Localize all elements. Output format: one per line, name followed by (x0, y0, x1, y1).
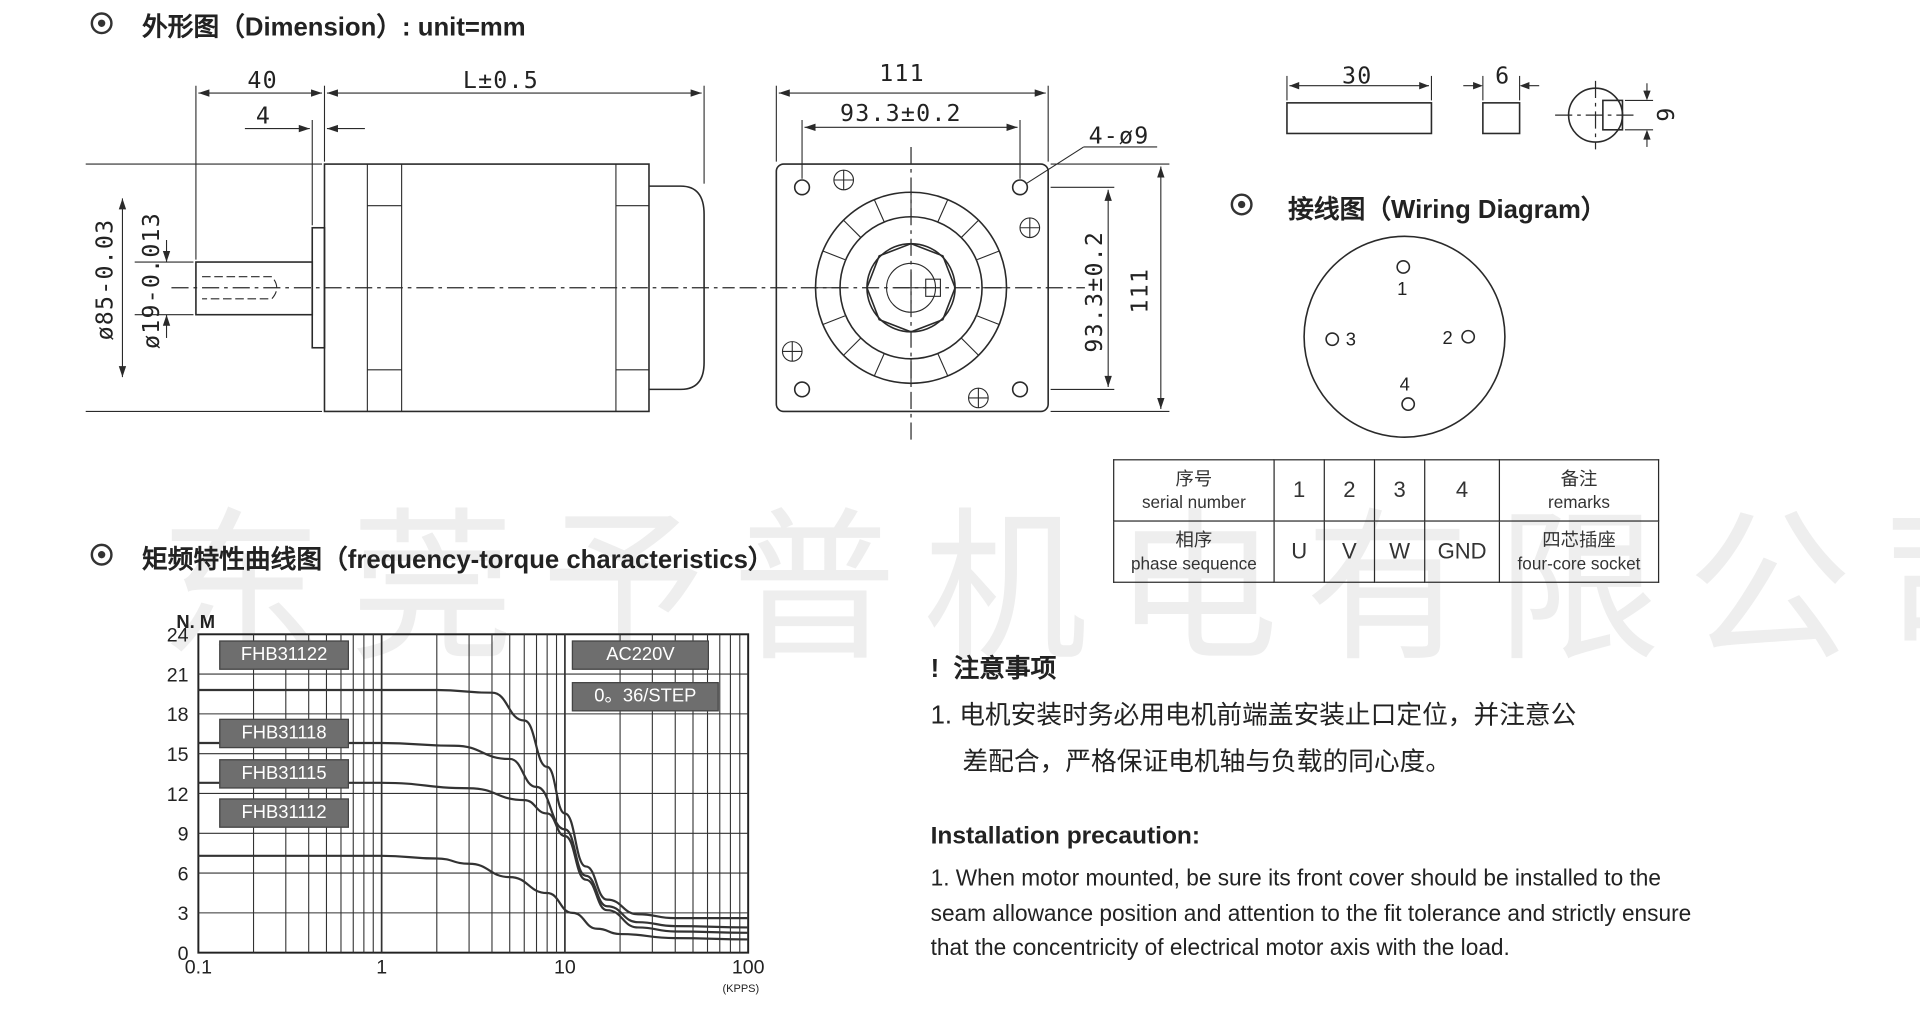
pin-label-4: 4 (1400, 374, 1410, 395)
series-label-fhb31112: FHB31112 (219, 798, 349, 828)
torque-curve-fhb31112 (198, 854, 749, 941)
x-tick-label: 1 (376, 956, 387, 978)
torque-curve-fhb31115 (198, 781, 749, 934)
x-tick-label: 10 (554, 956, 576, 978)
installation-notes: ! 注意事项 1. 电机安装时务必用电机前端盖安装止口定位，并注意公 差配合，严… (931, 649, 1715, 966)
y-tick-label: 21 (167, 664, 189, 686)
wiring-table: 序号 serial number 1 2 3 4 备注 remarks 相序 p… (1113, 459, 1660, 583)
series-label-fhb31122: FHB31122 (219, 640, 349, 670)
serial-1: 1 (1273, 459, 1325, 522)
dim-mount-holes: 4-ø9 (1089, 122, 1150, 149)
notes-english-title: Installation precaution: (930, 822, 1201, 850)
y-tick-label: 9 (178, 824, 189, 846)
y-tick-label: 0 (178, 943, 189, 965)
dim-key-height: 6 (1651, 108, 1678, 123)
y-tick-label: 3 (178, 903, 189, 925)
dim-front-height: 111 (1126, 268, 1153, 314)
dim-hole-pitch: 93.3±0.2 (840, 100, 962, 127)
socket-remark: 四芯插座 four-core socket (1498, 520, 1660, 583)
table-header-serial: 序号 serial number (1113, 459, 1275, 522)
dimension-labels: 40 4 L±0.5 ø85-0.03 ø19-0.013 111 93.3±0… (92, 60, 1678, 353)
dim-key-width: 6 (1495, 62, 1510, 89)
table-header-phase: 相序 phase sequence (1113, 520, 1275, 583)
side-view-drawing (85, 85, 735, 413)
series-label-fhb31118: FHB31118 (219, 718, 349, 749)
front-view-drawing (739, 85, 1170, 444)
dim-shaft-diameter: ø19-0.013 (138, 212, 165, 349)
dim-key-length: 30 (1342, 62, 1372, 89)
dim-shaft-length: 40 (247, 67, 277, 94)
phase-3: W (1373, 520, 1426, 583)
y-tick-label: 6 (178, 863, 189, 885)
notes-title: ! 注意事项 (930, 655, 1057, 684)
dim-body-length: L±0.5 (463, 67, 539, 94)
chart-y-unit: N. M (176, 611, 215, 632)
wiring-socket (1303, 235, 1506, 438)
chart-x-unit: (KPPS) (722, 983, 759, 995)
phase-2: V (1323, 520, 1376, 583)
y-tick-label: 12 (167, 784, 189, 806)
phase-4: GND (1424, 520, 1501, 583)
serial-4: 4 (1424, 459, 1501, 522)
voltage-box: AC220V (571, 640, 709, 670)
dim-body-diameter: ø85-0.03 (92, 219, 119, 341)
notes-chinese-text: 1. 电机安装时务必用电机前端盖安装止口定位，并注意公 差配合，严格保证电机轴与… (930, 701, 1577, 777)
step-angle-box: 0。36/STEP (571, 682, 719, 712)
y-tick-label: 15 (167, 744, 189, 766)
y-tick-label: 24 (167, 625, 189, 647)
serial-2: 2 (1323, 459, 1376, 522)
serial-3: 3 (1373, 459, 1426, 522)
pin-label-3: 3 (1346, 328, 1356, 349)
dim-flange-gap: 4 (256, 103, 271, 130)
dim-front-width: 111 (879, 60, 925, 87)
pin-label-2: 2 (1442, 327, 1452, 348)
key-drawings (1286, 75, 1654, 150)
pin-label-1: 1 (1397, 278, 1407, 299)
bullet-icon (90, 543, 113, 566)
series-label-fhb31115: FHB31115 (219, 759, 349, 789)
table-header-remarks: 备注 remarks (1498, 459, 1660, 522)
section-title-dimension: 外形图（Dimension）: unit=mm (142, 13, 526, 42)
torque-curve-fhb31122 (198, 688, 749, 920)
bullet-icon (90, 12, 113, 35)
y-tick-label: 18 (167, 704, 189, 726)
notes-english-text: 1. When motor mounted, be sure its front… (930, 864, 1692, 961)
x-tick-label: 100 (732, 956, 765, 978)
dim-hole-pitch-vertical: 93.3±0.2 (1081, 231, 1108, 353)
pin-labels: 1 2 3 4 (1346, 278, 1453, 395)
bullet-icon (1230, 193, 1253, 216)
x-tick-label: 0.1 (185, 956, 212, 978)
section-title-wiring: 接线图（Wiring Diagram） (1288, 195, 1607, 225)
section-title-torque: 矩频特性曲线图（frequency-torque characteristics… (142, 546, 774, 575)
